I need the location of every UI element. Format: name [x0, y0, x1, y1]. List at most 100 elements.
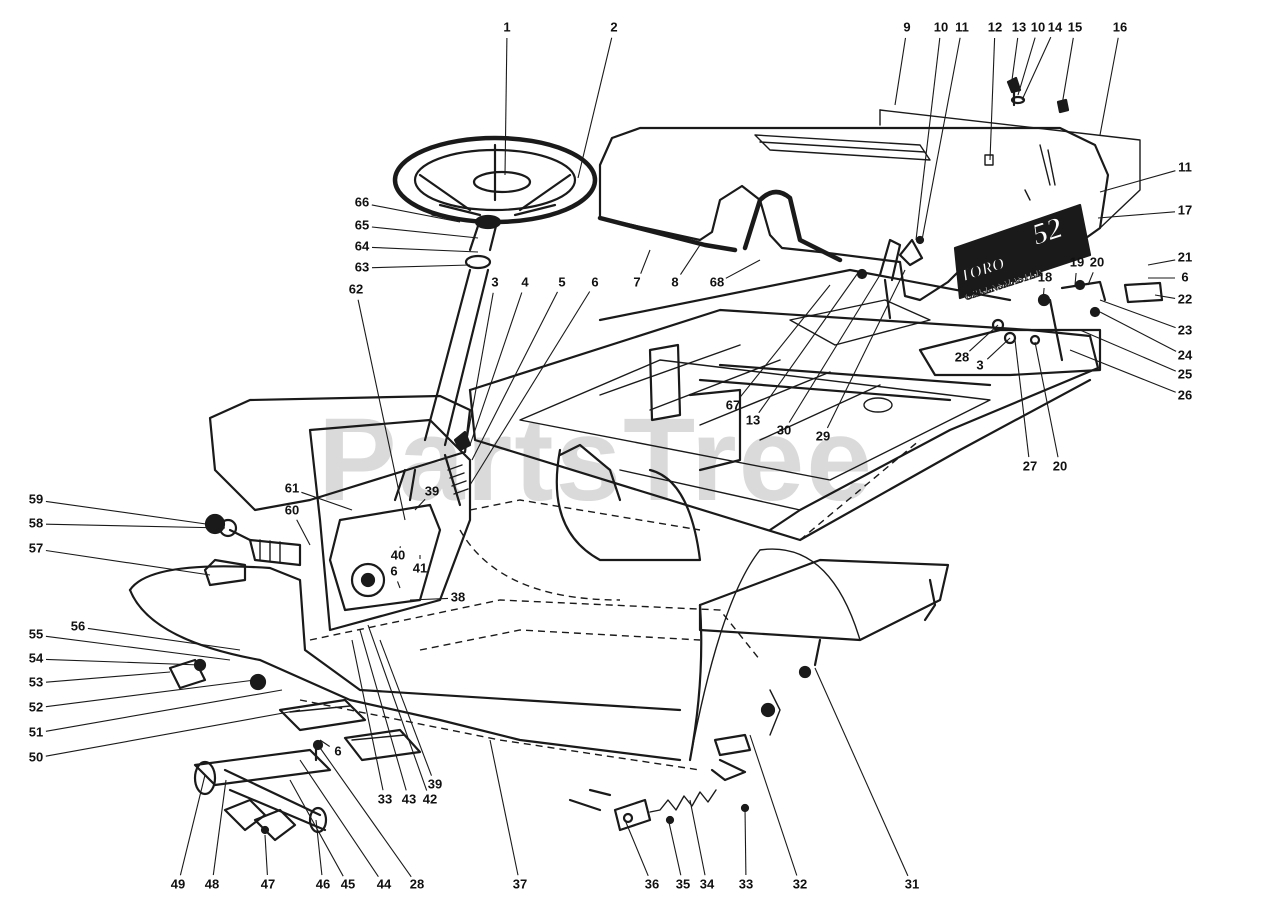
leader-line-c24	[1099, 311, 1177, 352]
callout-c49: 49	[171, 876, 185, 891]
watermark-text: PartsTree	[318, 394, 874, 526]
callout-c37: 37	[513, 876, 527, 891]
leader-line-c2	[577, 37, 613, 179]
callout-c65: 65	[355, 217, 369, 232]
callout-c13a: 13	[1012, 19, 1026, 34]
leader-line-c63	[371, 264, 471, 269]
leader-line-c15	[1061, 37, 1074, 106]
leader-line-c4	[469, 292, 523, 446]
leader-line-c16	[1099, 37, 1119, 136]
brake-linkage	[568, 665, 812, 832]
leader-line-c48	[212, 779, 227, 876]
leader-line-c17	[1097, 211, 1176, 219]
leader-line-c33a	[351, 639, 384, 791]
callout-c51: 51	[29, 724, 43, 739]
leader-line-c54	[45, 658, 201, 666]
rear-panel	[688, 548, 950, 762]
leader-line-c7	[640, 249, 651, 274]
callout-c39a: 39	[425, 483, 439, 498]
leader-line-c6d	[319, 739, 331, 747]
leader-line-c20b	[1034, 341, 1059, 458]
callout-c14: 14	[1048, 19, 1063, 34]
callout-c64: 64	[355, 238, 370, 253]
leader-line-c23	[1099, 299, 1176, 329]
hood-hardware	[856, 76, 1070, 320]
callout-c26: 26	[1178, 387, 1192, 402]
callout-c29: 29	[816, 428, 830, 443]
leader-line-c21	[1147, 259, 1176, 266]
steering-gearbox	[203, 418, 472, 632]
leader-line-c6b	[469, 291, 591, 486]
callout-c43: 43	[402, 791, 416, 806]
callout-c20b: 20	[1053, 458, 1067, 473]
callout-c23: 23	[1178, 322, 1192, 337]
leader-line-c39b	[379, 639, 433, 776]
callout-c67: 67	[726, 397, 740, 412]
callout-c10b: 10	[1031, 19, 1045, 34]
callout-c53: 53	[29, 674, 43, 689]
callout-c17: 17	[1178, 202, 1192, 217]
callout-c68: 68	[710, 274, 724, 289]
leader-line-c50	[45, 709, 301, 757]
callout-c28a: 28	[955, 349, 969, 364]
callout-c16: 16	[1113, 19, 1127, 34]
callout-c32: 32	[793, 876, 807, 891]
callout-c62: 62	[349, 281, 363, 296]
leader-line-c43	[359, 629, 407, 791]
leader-line-c33b	[744, 807, 747, 876]
leader-line-c42	[367, 624, 428, 791]
callout-c7: 7	[633, 274, 640, 289]
leader-line-c38	[409, 597, 449, 601]
callout-c46: 46	[316, 876, 330, 891]
leader-line-c19	[1074, 272, 1077, 286]
callout-c45: 45	[341, 876, 355, 891]
callout-c59: 59	[29, 491, 43, 506]
callout-c6c: 6	[390, 563, 397, 578]
leader-line-c52	[45, 679, 256, 708]
leader-line-c64	[371, 246, 479, 253]
callout-c63: 63	[355, 259, 369, 274]
callout-c13b: 13	[746, 412, 760, 427]
callout-c35: 35	[676, 876, 690, 891]
callout-c42: 42	[423, 791, 437, 806]
leader-line-c25	[1079, 329, 1177, 372]
hood-assembly	[597, 109, 1141, 302]
callout-c34: 34	[700, 876, 715, 891]
callout-c50: 50	[29, 749, 43, 764]
leader-line-c59	[45, 500, 207, 525]
callout-c44: 44	[377, 876, 392, 891]
callout-c6a: 6	[1181, 269, 1188, 284]
callout-c66: 66	[355, 194, 369, 209]
callout-c2: 2	[610, 19, 617, 34]
callout-c30: 30	[777, 422, 791, 437]
leader-line-c6c	[396, 581, 401, 589]
leader-line-c32	[749, 734, 798, 876]
callout-c22: 22	[1178, 291, 1192, 306]
leader-line-c65	[371, 226, 479, 239]
leader-line-c20a	[1087, 272, 1094, 286]
callout-c19: 19	[1070, 254, 1084, 269]
leader-line-c12	[989, 37, 996, 161]
leader-line-c57	[45, 549, 211, 576]
callout-c9: 9	[903, 19, 910, 34]
callout-c20a: 20	[1090, 254, 1104, 269]
leader-line-c13a	[1011, 37, 1019, 81]
leader-line-c29	[826, 269, 906, 429]
callout-c33a: 33	[378, 791, 392, 806]
leader-line-c11b	[1099, 170, 1176, 193]
callout-c28b: 28	[410, 876, 424, 891]
callout-c11b: 11	[1178, 159, 1192, 174]
callout-c25: 25	[1178, 366, 1192, 381]
leader-line-c44	[299, 759, 379, 878]
leader-line-c10a	[915, 37, 941, 241]
callout-c1: 1	[503, 19, 510, 34]
leader-line-c58	[45, 523, 226, 529]
callout-c41: 41	[413, 560, 427, 575]
leader-line-c8	[680, 244, 701, 275]
callout-c38: 38	[451, 589, 465, 604]
leader-line-c27	[1014, 339, 1030, 458]
callout-c58: 58	[29, 515, 43, 530]
leader-line-c62	[357, 299, 406, 521]
